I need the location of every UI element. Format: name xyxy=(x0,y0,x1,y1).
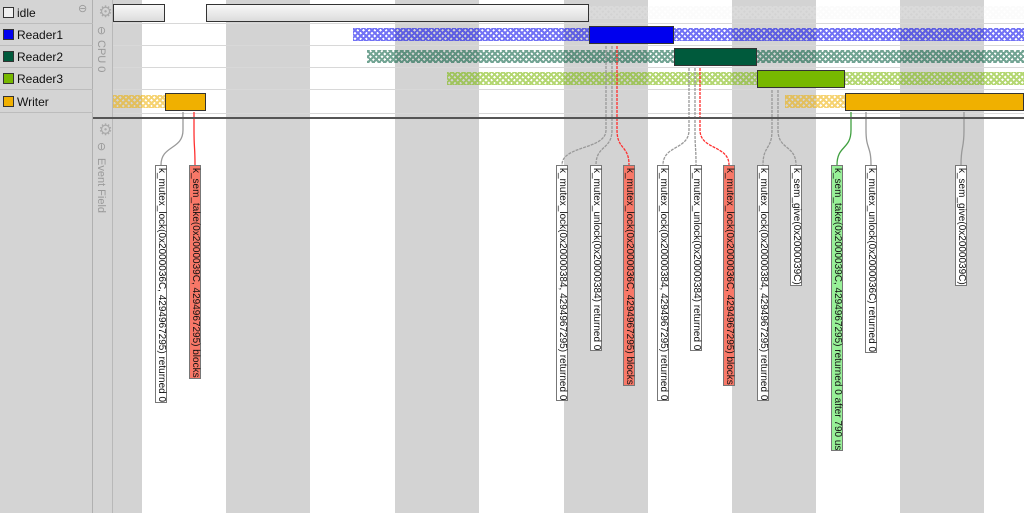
event-label[interactable]: k_mutex_lock(0x2000036C, 4294967295) blo… xyxy=(723,165,735,386)
event-connector xyxy=(561,46,607,166)
event-connector xyxy=(762,90,773,166)
event-field-label: Event Field xyxy=(95,158,107,214)
color-swatch xyxy=(3,7,14,18)
gear-icon[interactable]: ⚙ xyxy=(96,2,113,21)
event-label[interactable]: k_sem_take(0x2000039C, 4294967295) block… xyxy=(189,165,201,379)
collapse-icon[interactable]: ⊖ xyxy=(95,142,107,152)
thread-row-reader2[interactable]: Reader2 xyxy=(0,46,93,68)
run-bar-reader3[interactable] xyxy=(757,70,845,88)
event-connector xyxy=(777,90,797,166)
time-band xyxy=(113,0,142,513)
event-label[interactable]: k_mutex_unlock(0x20000384) returned 0 xyxy=(590,165,602,352)
event-connector xyxy=(865,112,872,166)
collapse-icon[interactable]: ⊖ xyxy=(95,26,107,36)
cpu-label: CPU 0 xyxy=(95,40,107,73)
color-swatch xyxy=(3,29,14,40)
time-band xyxy=(900,0,984,513)
run-bar-idle[interactable] xyxy=(206,4,589,22)
ready-bar-reader2[interactable] xyxy=(367,50,674,63)
thread-row-writer[interactable]: Writer xyxy=(0,91,93,113)
thread-row-reader1[interactable]: Reader1 xyxy=(0,24,93,46)
time-band xyxy=(226,0,310,513)
color-swatch xyxy=(3,96,14,107)
ready-bar-reader3[interactable] xyxy=(447,72,757,85)
thread-label: idle xyxy=(17,6,36,20)
timeline[interactable]: k_mutex_lock(0x2000036C, 4294967295) ret… xyxy=(113,0,1024,513)
event-connector xyxy=(595,46,613,166)
event-label[interactable]: k_sem_give(0x2000039C) xyxy=(790,165,802,286)
event-label[interactable]: k_sem_take(0x2000039C, 4294967295) retur… xyxy=(831,165,843,452)
event-label[interactable]: k_mutex_unlock(0x2000036C) returned 0 xyxy=(865,165,877,353)
event-label[interactable]: k_mutex_lock(0x2000036C, 4294967295) ret… xyxy=(155,165,167,404)
event-label[interactable]: k_mutex_lock(0x2000036C, 4294967295) blo… xyxy=(623,165,635,386)
time-band xyxy=(395,0,479,513)
run-bar-reader1[interactable] xyxy=(589,26,674,44)
event-connector xyxy=(699,68,730,166)
thread-row-reader3[interactable]: Reader3 xyxy=(0,68,93,90)
thread-row-idle[interactable]: idle xyxy=(0,2,93,24)
run-bar-writer[interactable] xyxy=(165,93,206,111)
run-bar-idle[interactable] xyxy=(113,4,165,22)
event-connector xyxy=(662,68,690,166)
event-label[interactable]: k_mutex_unlock(0x20000384) returned 0 xyxy=(690,165,702,352)
ready-bar-writer[interactable] xyxy=(113,95,165,108)
thread-label: Reader2 xyxy=(17,50,64,64)
ready-bar-reader1[interactable] xyxy=(674,28,1024,41)
event-connector xyxy=(960,112,965,166)
run-bar-reader2[interactable] xyxy=(674,48,757,66)
event-connectors xyxy=(160,46,965,166)
ready-bar-reader1[interactable] xyxy=(353,28,589,41)
side-strip: ⚙ ⊖ CPU 0 ⚙ ⊖ Event Field xyxy=(93,0,113,513)
color-swatch xyxy=(3,73,14,84)
ready-bar-idle[interactable] xyxy=(589,6,1024,19)
event-label[interactable]: k_mutex_lock(0x20000384, 4294967295) ret… xyxy=(657,165,669,402)
event-connector xyxy=(694,68,697,166)
row-divider xyxy=(113,23,1024,24)
separator xyxy=(93,117,1024,119)
thread-label: Reader3 xyxy=(17,72,64,86)
event-connector xyxy=(193,112,196,166)
row-divider xyxy=(113,45,1024,46)
event-label[interactable]: k_mutex_lock(0x20000384, 4294967295) ret… xyxy=(556,165,568,402)
thread-label: Reader1 xyxy=(17,28,64,42)
event-connector xyxy=(616,46,630,166)
color-swatch xyxy=(3,51,14,62)
collapse-icon[interactable]: ⊖ xyxy=(78,3,88,15)
thread-label: Writer xyxy=(17,95,49,109)
event-label[interactable]: k_sem_give(0x2000039C) xyxy=(955,165,967,286)
row-divider xyxy=(113,89,1024,90)
event-connector xyxy=(160,112,184,166)
ready-bar-reader3[interactable] xyxy=(845,72,1024,85)
event-connector xyxy=(836,112,852,166)
row-divider xyxy=(113,113,1024,114)
ready-bar-reader2[interactable] xyxy=(757,50,1024,63)
event-label[interactable]: k_mutex_lock(0x20000384, 4294967295) ret… xyxy=(757,165,769,402)
gear-icon[interactable]: ⚙ xyxy=(96,120,113,139)
ready-bar-writer[interactable] xyxy=(785,95,845,108)
row-divider xyxy=(113,67,1024,68)
